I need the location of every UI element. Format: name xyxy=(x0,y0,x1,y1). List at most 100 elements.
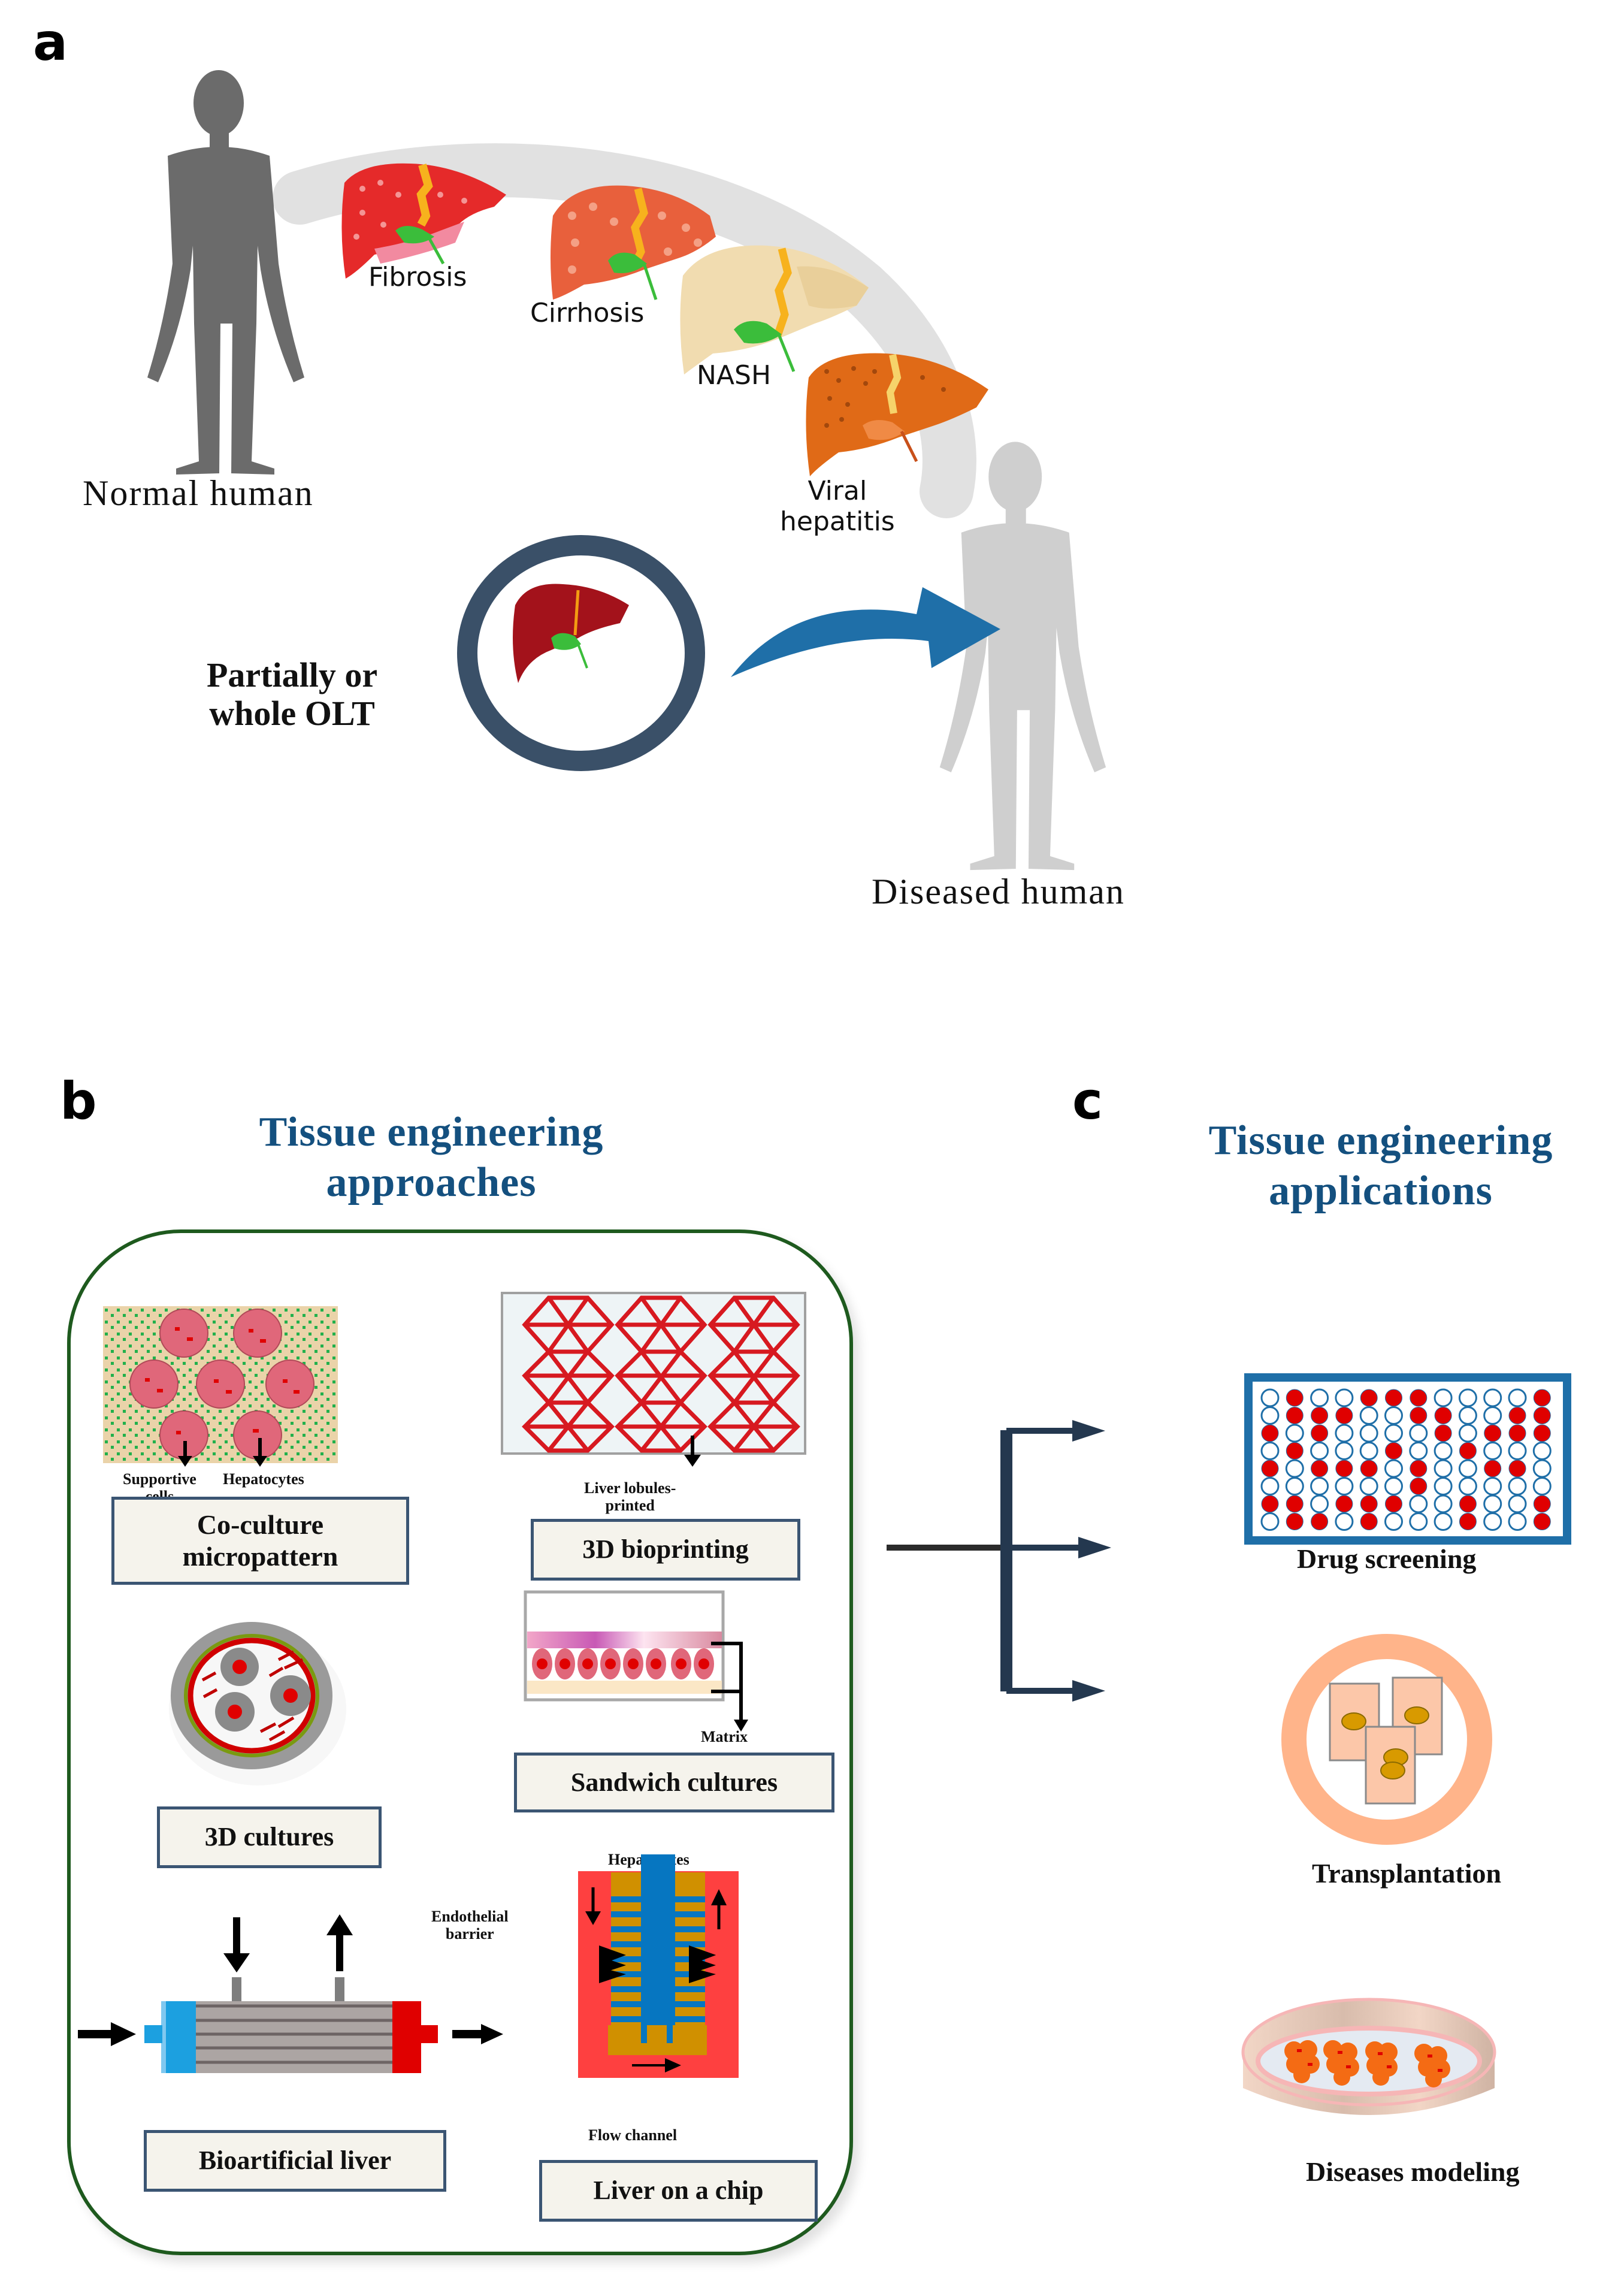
transplant-arrow-icon xyxy=(731,587,1000,677)
well-filled xyxy=(1385,1389,1402,1407)
stage-label-viral-line2: hepatitis xyxy=(780,506,895,537)
well-empty xyxy=(1310,1494,1329,1513)
well-filled xyxy=(1508,1424,1526,1442)
well-empty xyxy=(1335,1512,1354,1531)
bioprinted-lobules-icon xyxy=(501,1292,806,1467)
well-empty xyxy=(1409,1512,1428,1531)
panel-b-letter: b xyxy=(60,1071,97,1131)
well-filled xyxy=(1335,1407,1353,1424)
well-filled xyxy=(1311,1460,1329,1478)
well-empty xyxy=(1532,1459,1552,1478)
well-empty xyxy=(1483,1388,1502,1407)
well-filled xyxy=(1484,1424,1502,1442)
sandwich-cultures-label: Sandwich cultures xyxy=(514,1753,834,1812)
well-empty xyxy=(1483,1512,1502,1531)
well-filled xyxy=(1410,1407,1428,1424)
well-empty xyxy=(1458,1477,1477,1495)
olt-donor-liver-ring-icon xyxy=(457,535,705,771)
well-filled xyxy=(1484,1460,1502,1478)
application-label-drug-screening: Drug screening xyxy=(1297,1543,1477,1574)
well-filled xyxy=(1459,1513,1477,1530)
stage-label-fibrosis: Fibrosis xyxy=(368,262,467,292)
well-empty xyxy=(1285,1424,1304,1443)
well-filled xyxy=(1360,1389,1378,1407)
bioprinting-annotation-line2: printed xyxy=(605,1496,655,1514)
well-empty xyxy=(1483,1442,1502,1460)
bioprinting-annotation: Liver lobules- printed xyxy=(584,1479,676,1514)
well-filled xyxy=(1533,1513,1551,1530)
well-filled xyxy=(1533,1495,1551,1513)
bioartificial-liver-label: Bioartificial liver xyxy=(144,2130,446,2192)
well-filled xyxy=(1508,1407,1526,1424)
well-empty xyxy=(1434,1388,1453,1407)
well-empty xyxy=(1508,1477,1527,1495)
well-empty xyxy=(1434,1477,1453,1495)
diseased-human-silhouette-icon xyxy=(939,442,1106,871)
well-empty xyxy=(1409,1424,1428,1443)
applications-heading: Tissue engineering applications xyxy=(1141,1116,1620,1216)
well-empty xyxy=(1409,1494,1428,1513)
drug-screening-well-plate-icon xyxy=(1244,1373,1571,1545)
olt-label: Partially or whole OLT xyxy=(207,656,377,733)
applications-heading-line1: Tissue engineering xyxy=(1208,1117,1553,1164)
well-filled xyxy=(1410,1478,1428,1495)
chip-annotation-endothelial-line2: barrier xyxy=(445,1924,494,1942)
well-empty xyxy=(1260,1477,1280,1495)
panel-c-letter: c xyxy=(1072,1071,1103,1131)
well-empty xyxy=(1260,1406,1280,1425)
well-empty xyxy=(1285,1459,1304,1478)
well-filled xyxy=(1261,1460,1279,1478)
olt-label-line1: Partially or xyxy=(207,655,378,694)
application-label-transplantation: Transplantation xyxy=(1312,1858,1502,1889)
stage-label-cirrhosis: Cirrhosis xyxy=(530,298,645,328)
well-filled xyxy=(1533,1424,1551,1442)
well-empty xyxy=(1458,1459,1477,1478)
normal-human-silhouette-icon xyxy=(147,70,304,475)
well-empty xyxy=(1434,1494,1453,1513)
well-empty xyxy=(1359,1442,1378,1460)
well-empty xyxy=(1310,1388,1329,1407)
well-filled xyxy=(1286,1442,1304,1460)
well-empty xyxy=(1335,1388,1354,1407)
well-empty xyxy=(1508,1512,1527,1531)
well-filled xyxy=(1385,1442,1402,1460)
transplantation-cell-sheets-icon xyxy=(1281,1634,1492,1845)
coculture-label-line2: micropattern xyxy=(182,1540,338,1572)
well-empty xyxy=(1335,1424,1354,1443)
chip-annotation-endothelial-line1: Endothelial xyxy=(431,1908,509,1925)
well-empty xyxy=(1532,1442,1552,1460)
stage-label-nash: NASH xyxy=(697,360,772,391)
well-filled xyxy=(1360,1513,1378,1530)
well-empty xyxy=(1260,1442,1280,1460)
well-filled xyxy=(1459,1442,1477,1460)
well-filled xyxy=(1459,1495,1477,1513)
well-filled xyxy=(1286,1513,1304,1530)
chip-annotation-flow-channel: Flow channel xyxy=(588,2126,678,2144)
well-empty xyxy=(1434,1512,1453,1531)
well-filled xyxy=(1434,1424,1452,1442)
well-empty xyxy=(1532,1477,1552,1495)
well-empty xyxy=(1483,1494,1502,1513)
well-empty xyxy=(1434,1442,1453,1460)
coculture-micropattern-icon xyxy=(103,1306,338,1467)
well-filled xyxy=(1286,1495,1304,1513)
well-filled xyxy=(1434,1407,1452,1424)
olt-label-line2: whole OLT xyxy=(209,693,375,733)
well-filled xyxy=(1311,1407,1329,1424)
normal-human-label: Normal human xyxy=(83,473,314,513)
well-filled xyxy=(1533,1389,1551,1407)
liver-fibrosis-icon xyxy=(341,163,506,279)
well-filled xyxy=(1311,1513,1329,1530)
bioprinting-label: 3D bioprinting xyxy=(531,1519,800,1581)
bioprinting-annotation-line1: Liver lobules- xyxy=(584,1479,676,1497)
well-filled xyxy=(1261,1424,1279,1442)
well-filled xyxy=(1360,1460,1378,1478)
sandwich-annotation-matrix: Matrix xyxy=(701,1728,748,1745)
well-empty xyxy=(1310,1477,1329,1495)
liver-cirrhosis-icon xyxy=(551,185,716,300)
well-empty xyxy=(1483,1477,1502,1495)
liver-viral-hepatitis-icon xyxy=(806,353,988,476)
well-empty xyxy=(1359,1477,1378,1495)
well-empty xyxy=(1384,1512,1403,1531)
